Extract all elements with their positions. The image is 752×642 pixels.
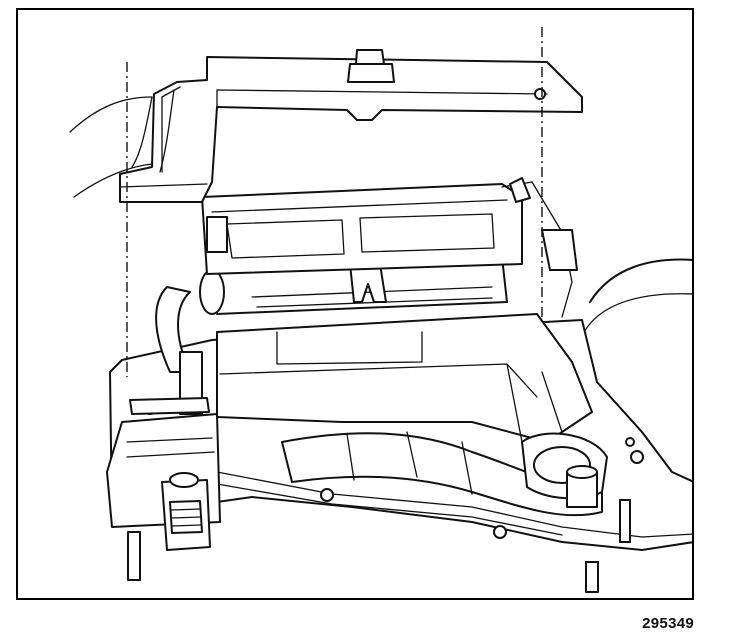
rear-duct-outline <box>589 258 692 303</box>
blend-door <box>281 432 603 517</box>
cover-boss <box>347 63 395 83</box>
retaining-clip <box>349 263 387 303</box>
bolt-icon <box>493 525 507 539</box>
bolt-icon <box>320 488 334 502</box>
illustration-frame <box>16 8 694 600</box>
mounting-stud <box>585 561 599 593</box>
valve-stem <box>127 531 141 581</box>
screw-icon <box>534 88 546 100</box>
hand-outline <box>69 96 153 133</box>
bolt-icon <box>630 450 644 464</box>
cover-tube <box>131 96 153 168</box>
upper-frame <box>201 183 523 275</box>
figure-reference-code: 295349 <box>642 615 694 632</box>
mounting-stud <box>619 499 631 543</box>
hvac-module-illustration <box>69 27 692 593</box>
